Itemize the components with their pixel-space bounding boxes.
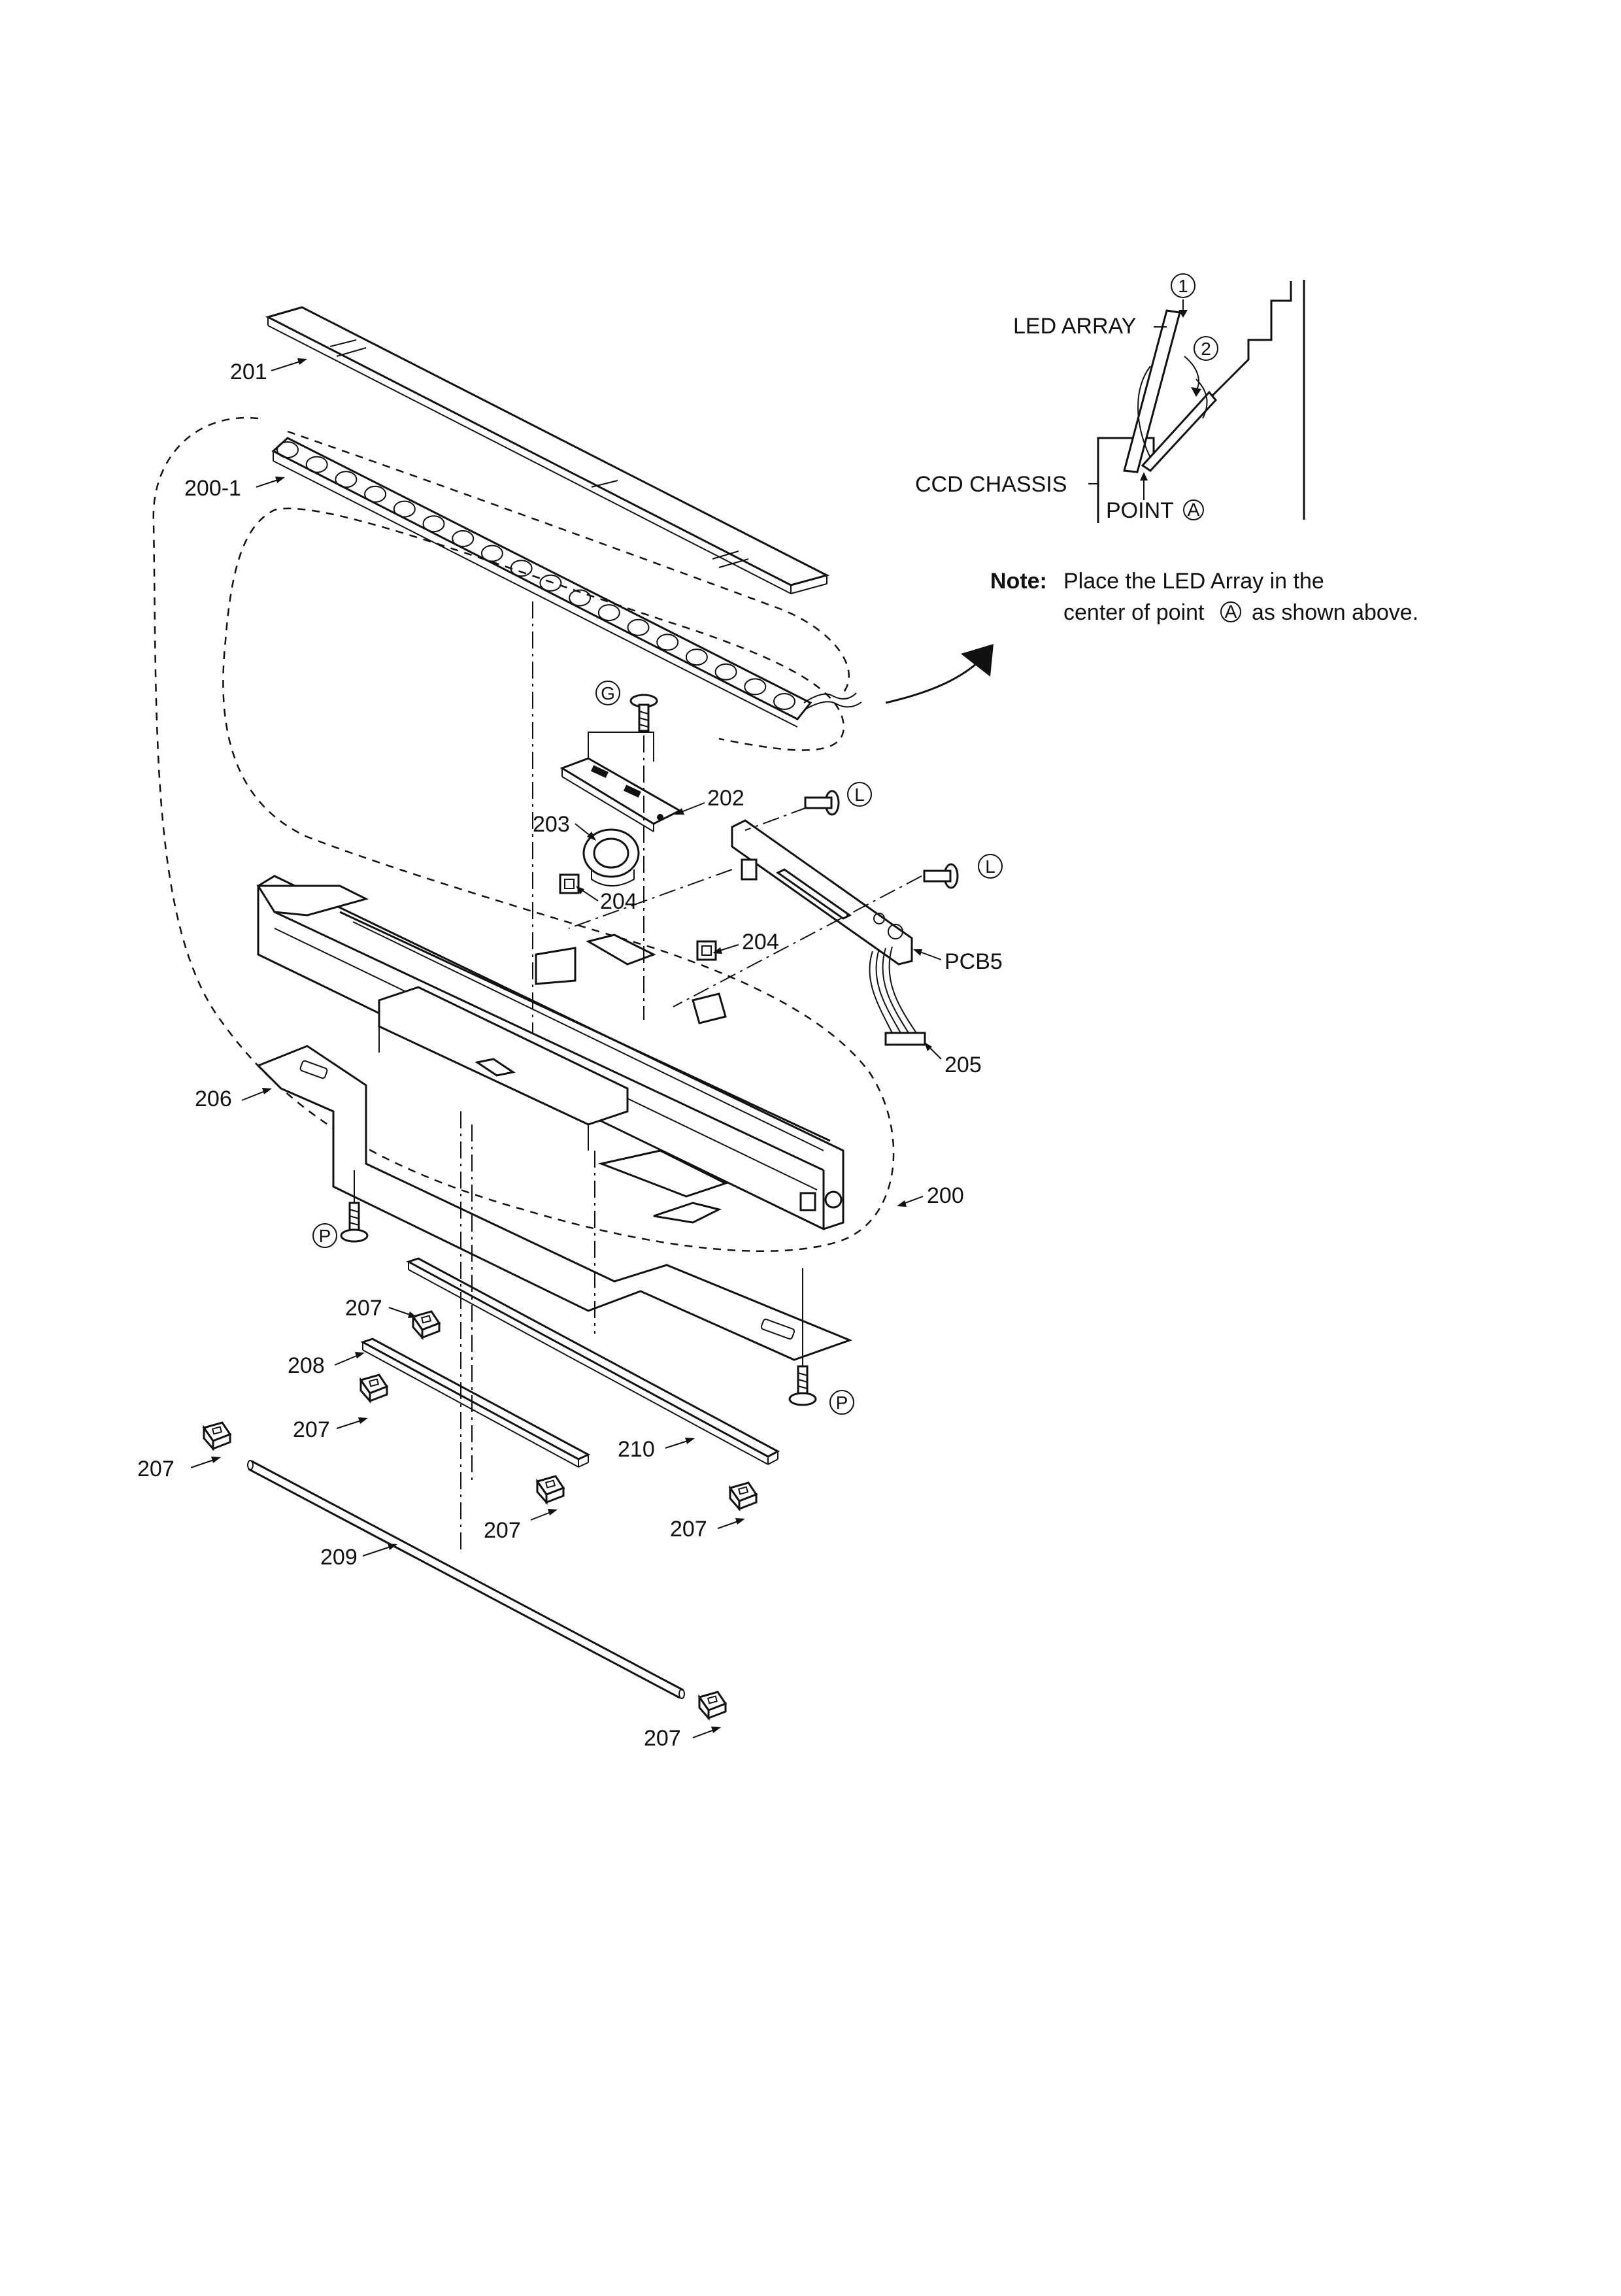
note-line-2-end: as shown above. xyxy=(1252,600,1418,625)
part-207-clips xyxy=(202,1310,758,1721)
led-hole xyxy=(305,456,328,473)
led-hole xyxy=(656,633,679,651)
led-hole xyxy=(393,500,416,518)
part-210-rail xyxy=(406,1257,780,1465)
detail-labels: 1 2 LED ARRAY CCD CHASSIS POINT A xyxy=(915,276,1211,523)
led-hole xyxy=(335,471,358,488)
label-200: 200 xyxy=(927,1183,964,1208)
part-209-shaft xyxy=(247,1460,685,1699)
label-207-d: 207 xyxy=(484,1518,521,1543)
led-hole xyxy=(276,441,299,458)
screw-mark-g: G xyxy=(601,683,615,703)
led-hole xyxy=(744,678,767,696)
label-207-e: 207 xyxy=(670,1517,707,1542)
screw-mark-l-1: L xyxy=(854,785,865,805)
note-point-mark: A xyxy=(1225,601,1237,622)
part-200-ccd-chassis xyxy=(256,875,844,1230)
led-hole xyxy=(539,574,562,592)
screw-mark-l-2: L xyxy=(985,856,995,877)
label-207-f: 207 xyxy=(644,1726,681,1751)
clip-207 xyxy=(202,1421,232,1451)
label-200-1: 200-1 xyxy=(184,476,241,501)
clip-207 xyxy=(728,1481,758,1511)
label-208: 208 xyxy=(288,1353,325,1378)
step-1-mark: 1 xyxy=(1178,276,1188,296)
note-prefix: Note: xyxy=(990,569,1047,594)
led-hole xyxy=(597,604,620,622)
label-209: 209 xyxy=(320,1545,358,1570)
led-hole xyxy=(364,485,387,503)
screw-p-2 xyxy=(788,1268,854,1415)
led-hole xyxy=(714,663,737,681)
led-hole xyxy=(685,649,708,666)
label-207-b: 207 xyxy=(293,1417,330,1442)
led-hole xyxy=(452,530,475,547)
led-hole xyxy=(773,693,795,710)
screw-mark-p-1: P xyxy=(319,1226,331,1246)
label-204-a: 204 xyxy=(600,889,637,914)
label-pcb5: PCB5 xyxy=(944,949,1003,974)
part-203-roller xyxy=(582,828,640,886)
part-201-glass xyxy=(265,306,830,594)
part-206-base-plate xyxy=(256,1045,853,1361)
clip-207 xyxy=(535,1475,565,1505)
alignment-lines xyxy=(460,601,922,1549)
led-hole xyxy=(422,515,445,533)
part-labels: 201 200-1 202 203 204 204 PCB5 205 206 2… xyxy=(137,360,1003,1751)
led-array-detail-inset xyxy=(1088,273,1305,523)
clip-207 xyxy=(359,1374,389,1404)
part-202-bracket xyxy=(560,732,682,832)
screw-g xyxy=(595,681,658,732)
label-206: 206 xyxy=(195,1087,232,1111)
label-203: 203 xyxy=(533,812,570,837)
clip-207 xyxy=(697,1691,727,1721)
label-202: 202 xyxy=(707,786,744,811)
installation-note: Note: Place the LED Array in the center … xyxy=(990,569,1418,625)
screw-p-1 xyxy=(312,1170,369,1248)
screw-l-2 xyxy=(923,854,1003,889)
part-200-1-led-array xyxy=(271,437,862,728)
part-208-rail xyxy=(360,1338,591,1468)
point-mark: A xyxy=(1188,499,1200,520)
note-line-2: center of point xyxy=(1063,600,1205,625)
label-205: 205 xyxy=(944,1053,982,1077)
label-201: 201 xyxy=(230,360,267,384)
step-2-mark: 2 xyxy=(1201,339,1211,359)
screw-identifiers: G L L P P xyxy=(319,683,995,1413)
label-210: 210 xyxy=(618,1437,655,1462)
label-ccd-chassis: CCD CHASSIS xyxy=(915,472,1067,497)
detail-callout-arrow xyxy=(885,644,994,704)
led-hole xyxy=(569,589,592,607)
label-204-b: 204 xyxy=(742,930,779,954)
label-207-a: 207 xyxy=(345,1296,382,1321)
clip-207 xyxy=(411,1310,441,1340)
label-207-c: 207 xyxy=(137,1457,175,1481)
label-point: POINT xyxy=(1106,498,1174,523)
led-hole xyxy=(627,618,650,636)
screw-mark-p-2: P xyxy=(836,1393,848,1413)
part-204-nut-a xyxy=(559,873,580,894)
label-led-array: LED ARRAY xyxy=(1013,314,1136,339)
part-pcb5-board xyxy=(731,819,926,1046)
leader-arrows xyxy=(190,358,942,1738)
part-204-nut-b xyxy=(696,940,717,961)
note-line-1: Place the LED Array in the xyxy=(1063,569,1324,594)
screw-l-1 xyxy=(804,782,872,816)
